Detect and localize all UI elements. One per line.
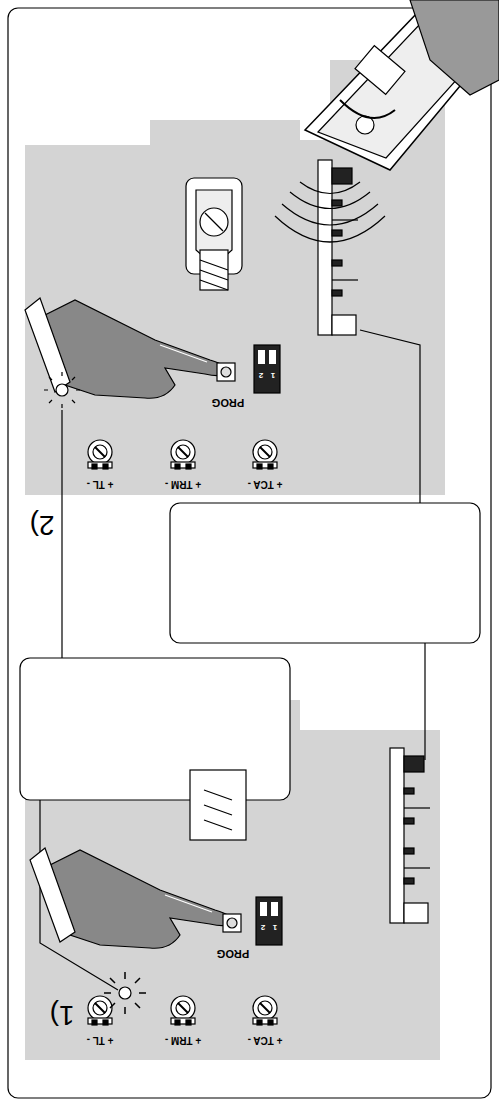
trimmer-label: + TL -: [87, 479, 114, 489]
dip-switch: [254, 345, 280, 393]
leader-line: [424, 643, 425, 760]
switch-number: 2: [261, 923, 265, 931]
trimmer: [88, 440, 112, 469]
switch-number: 1: [273, 923, 277, 931]
leader-line: [61, 410, 62, 658]
remote-control: [305, 0, 499, 170]
receiver-card: [318, 160, 358, 335]
trimmer: [171, 996, 195, 1025]
relay: [186, 178, 242, 290]
frame: [8, 8, 491, 1098]
led-on: [104, 972, 146, 1014]
button-label: PROG: [217, 948, 249, 959]
hand: [25, 298, 227, 398]
receiver-card: [390, 748, 430, 923]
trimmer-label: + TRM -: [165, 479, 201, 489]
trimmer: [253, 440, 277, 469]
trimmer-label: + TRM -: [165, 1035, 201, 1045]
trimmer-label: + TL -: [87, 1035, 114, 1045]
trimmer: [171, 440, 195, 469]
prog-button: [223, 914, 241, 932]
trimmer: [88, 996, 112, 1025]
trimmer-label: + TCA -: [248, 1035, 283, 1045]
callout-box: [170, 503, 480, 643]
leader-line: [360, 330, 420, 503]
switch-number: 2: [259, 371, 263, 379]
step-number: 1): [50, 1001, 75, 1029]
prog-button: [217, 363, 235, 381]
relay: [190, 770, 246, 840]
led-blink: [44, 372, 80, 408]
hand: [30, 848, 232, 948]
trimmer: [253, 996, 277, 1025]
step-number: 2): [30, 511, 55, 539]
callout-box: [20, 658, 290, 800]
radio-waves: [275, 182, 385, 242]
button-label: PROG: [212, 397, 244, 408]
switch-number: 1: [271, 371, 275, 379]
dip-switch: [256, 897, 282, 945]
trimmer-label: + TCA -: [248, 479, 283, 489]
